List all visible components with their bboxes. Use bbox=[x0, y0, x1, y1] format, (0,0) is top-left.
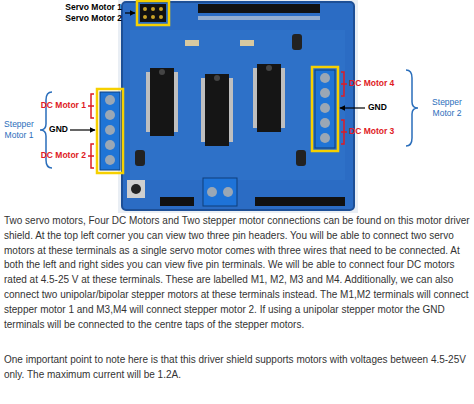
pin-bracket bbox=[341, 120, 347, 144]
terminal-screw bbox=[105, 95, 115, 105]
pin-bracket bbox=[88, 94, 94, 118]
leader-line bbox=[340, 107, 365, 108]
terminal-screw bbox=[320, 88, 330, 98]
terminal-screw bbox=[320, 103, 330, 113]
chip-notch bbox=[266, 65, 272, 71]
screw-terminal bbox=[315, 70, 335, 148]
terminal-screw bbox=[105, 155, 115, 165]
chip-pin-row bbox=[201, 78, 205, 142]
terminal-screw bbox=[207, 187, 217, 197]
terminal-label: DC Motor 4 bbox=[349, 78, 405, 89]
resistor bbox=[185, 40, 199, 46]
chip-pin-row bbox=[146, 72, 150, 132]
pcb-shading bbox=[130, 30, 345, 180]
capacitor bbox=[296, 150, 306, 166]
body-paragraph: One important point to note here is that… bbox=[4, 353, 472, 383]
pin-bracket bbox=[88, 144, 94, 168]
capacitor bbox=[135, 150, 145, 166]
terminal-screw bbox=[105, 110, 115, 120]
chip-pins bbox=[146, 68, 285, 142]
header-pin bbox=[151, 15, 155, 19]
terminal-screw bbox=[223, 187, 233, 197]
pin-header bbox=[198, 4, 320, 13]
chip-notch bbox=[159, 69, 165, 75]
chip-notch bbox=[214, 75, 220, 81]
screw-terminal bbox=[100, 92, 120, 170]
resistor bbox=[240, 40, 254, 46]
pin-bracket bbox=[341, 72, 347, 96]
ic-chip bbox=[257, 64, 281, 132]
leader-line bbox=[125, 12, 135, 13]
servo-label: Servo Motor 2 bbox=[40, 13, 122, 24]
header-pin bbox=[159, 7, 163, 11]
button-cap bbox=[131, 184, 141, 194]
chip-pin-row bbox=[281, 68, 285, 128]
servo-header bbox=[140, 4, 166, 22]
terminal-screw bbox=[320, 118, 330, 128]
leader-line bbox=[70, 129, 95, 130]
terminal-screw bbox=[320, 73, 330, 83]
capacitor bbox=[292, 34, 302, 50]
highlight-box bbox=[97, 89, 123, 173]
chip-pin-row bbox=[174, 72, 178, 132]
ic-chip bbox=[205, 74, 229, 146]
chip-pin-row bbox=[229, 78, 233, 142]
header-pin bbox=[159, 15, 163, 19]
terminal-screw bbox=[105, 125, 115, 135]
header-pin bbox=[143, 7, 147, 11]
stepper-label: Stepper Motor 2 bbox=[422, 97, 472, 119]
servo-label: Servo Motor 1 bbox=[40, 2, 122, 13]
pcb-board bbox=[122, 2, 354, 210]
terminal-label: DC Motor 3 bbox=[349, 126, 405, 137]
photo-background bbox=[118, 0, 358, 213]
silkscreen-strip bbox=[198, 16, 320, 20]
reset-button bbox=[127, 180, 145, 198]
terminal-label: DC Motor 2 bbox=[30, 150, 86, 161]
highlight-box bbox=[312, 67, 338, 151]
chip-pin-row bbox=[253, 68, 257, 128]
header-pin bbox=[151, 7, 155, 11]
terminal-label: GND bbox=[368, 102, 406, 113]
ic-chip bbox=[150, 68, 174, 136]
pin-header bbox=[160, 197, 194, 206]
highlight-box bbox=[137, 1, 169, 25]
stepper-label: Stepper Motor 1 bbox=[0, 119, 38, 141]
curly-brace bbox=[406, 70, 418, 146]
terminal-label: GND bbox=[30, 124, 68, 135]
header-pin bbox=[143, 15, 147, 19]
pin-header bbox=[255, 197, 345, 206]
body-paragraph: Two servo motors, Four DC Motors and Two… bbox=[4, 214, 472, 332]
terminal-screw bbox=[105, 140, 115, 150]
power-terminal bbox=[203, 178, 237, 206]
terminal-label: DC Motor 1 bbox=[30, 100, 86, 111]
terminal-screw bbox=[320, 133, 330, 143]
